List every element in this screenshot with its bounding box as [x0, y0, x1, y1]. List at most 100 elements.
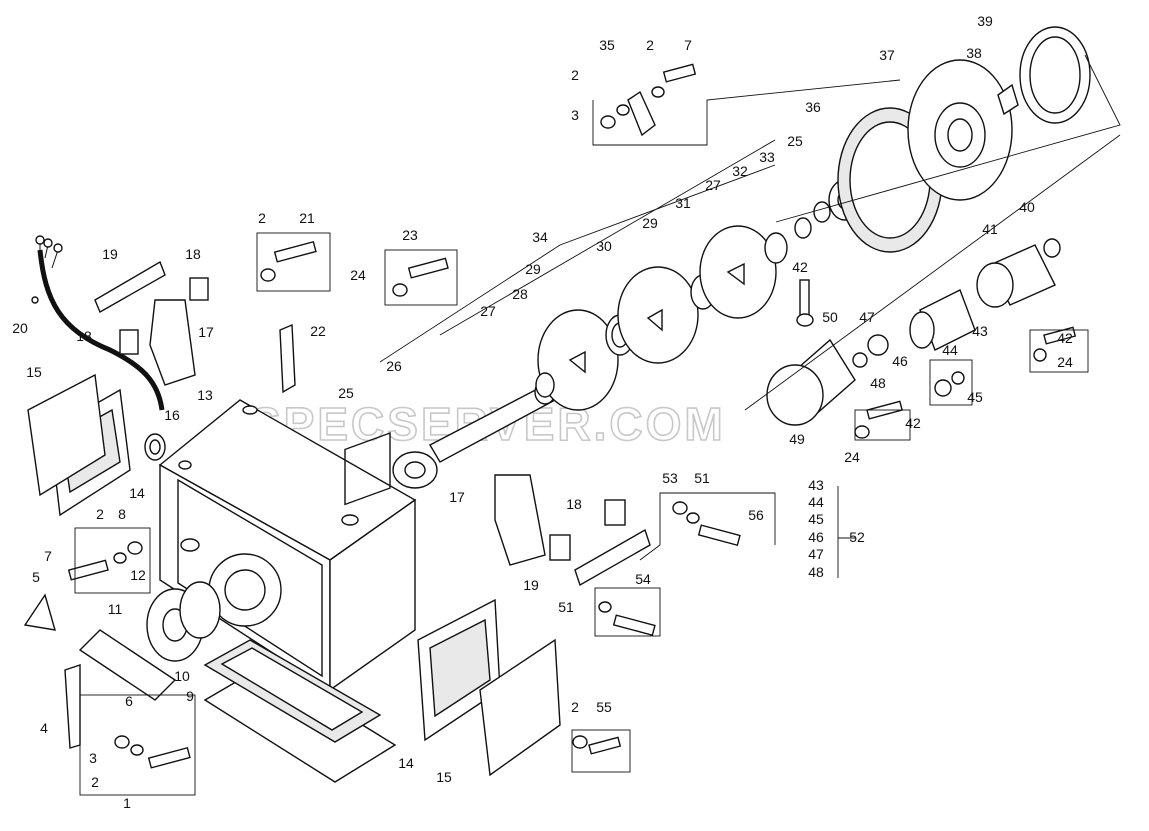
lever-4: [64, 664, 81, 749]
callout-8: 8: [118, 506, 126, 522]
callout-34: 34: [532, 229, 548, 245]
callout-54: 54: [635, 571, 651, 587]
cam-disc-31: [699, 225, 777, 319]
callout-14: 14: [398, 755, 414, 771]
callout-2: 2: [571, 699, 579, 715]
callout-42: 42: [905, 415, 921, 431]
callout-2: 2: [258, 210, 266, 226]
callout-10: 10: [174, 668, 190, 684]
bracket-22: [279, 323, 296, 394]
limit-switch-17-upper: [149, 299, 196, 386]
callout-44: 44: [942, 342, 958, 358]
washer-27-a: [535, 372, 555, 398]
cover-plate-15-right: [479, 638, 561, 777]
callout-42: 42: [792, 259, 808, 275]
callout-43: 43: [972, 323, 988, 339]
washer-40: [1043, 238, 1061, 258]
bolt-1: [114, 735, 191, 769]
terminal-strip-19-lower: [574, 528, 651, 587]
bracket-35: [627, 90, 656, 137]
callout-55: 55: [596, 699, 612, 715]
callout-35: 35: [599, 37, 615, 53]
washer-27-b: [764, 232, 788, 264]
nut-3-upper: [600, 104, 630, 129]
callout-3: 3: [571, 107, 579, 123]
cable-20: [31, 235, 165, 411]
cam-disc-28: [537, 309, 619, 411]
callout-7: 7: [44, 548, 52, 564]
callout-22: 22: [310, 323, 326, 339]
callout-56: 56: [748, 507, 764, 523]
callout-37: 37: [879, 47, 895, 63]
motor-43: [909, 289, 976, 351]
bolt-23: [392, 257, 449, 297]
base-gasket-10: [203, 639, 382, 743]
nut-32-33: [794, 201, 831, 239]
callout-42: 42: [1057, 330, 1073, 346]
nut-45: [934, 371, 965, 397]
callout-11: 11: [108, 601, 123, 617]
bolt-54: [598, 601, 656, 637]
callout-21: 21: [299, 210, 315, 226]
callout-47: 47: [859, 309, 875, 325]
callout-1: 1: [123, 795, 131, 811]
callout-31: 31: [675, 195, 691, 211]
callout-15: 15: [436, 769, 452, 785]
callout-2: 2: [571, 67, 579, 83]
cover-plate-15-left: [27, 373, 106, 497]
callout-23: 23: [402, 227, 418, 243]
grommet-16: [144, 433, 166, 461]
callout-50: 50: [822, 309, 838, 325]
callout-44: 44: [808, 494, 824, 510]
callout-15: 15: [26, 364, 42, 380]
callout-5: 5: [32, 569, 40, 585]
callout-49: 49: [789, 431, 805, 447]
callout-26: 26: [386, 358, 402, 374]
callout-39: 39: [977, 13, 993, 29]
callout-38: 38: [966, 45, 982, 61]
callout-18: 18: [76, 328, 92, 344]
callout-17: 17: [449, 489, 465, 505]
terminal-block-18-upper: [119, 277, 209, 355]
plug-38: [997, 83, 1019, 116]
bolt-7-left: [67, 541, 143, 581]
bolt-56: [672, 501, 741, 547]
callout-32: 32: [732, 163, 748, 179]
cover-flange-37: [907, 59, 1013, 201]
callout-36: 36: [805, 99, 821, 115]
callout-28: 28: [512, 286, 528, 302]
callout-7: 7: [684, 37, 692, 53]
callout-25: 25: [787, 133, 803, 149]
callout-52: 52: [849, 529, 865, 545]
motor-housing-41: [976, 244, 1056, 308]
callout-48: 48: [870, 375, 886, 391]
callout-48: 48: [808, 564, 824, 580]
callout-29: 29: [642, 215, 658, 231]
callout-4: 4: [40, 720, 48, 736]
group-frame-outlines: [74, 54, 1121, 796]
callout-45: 45: [967, 389, 983, 405]
callout-47: 47: [808, 546, 824, 562]
terminal-strip-19-upper: [94, 260, 166, 313]
callout-2: 2: [96, 506, 104, 522]
callout-17: 17: [198, 324, 214, 340]
callout-19: 19: [523, 577, 539, 593]
callout-29: 29: [525, 261, 541, 277]
flange-11: [146, 581, 221, 662]
bolt-42-right: [1033, 326, 1077, 362]
callout-2: 2: [646, 37, 654, 53]
gasket-39: [1019, 26, 1091, 124]
bolt-21: [260, 240, 317, 282]
bearing-25-left: [392, 451, 438, 489]
key-5: [23, 593, 56, 631]
callout-12: 12: [130, 567, 146, 583]
callout-24: 24: [1057, 354, 1073, 370]
callout-45: 45: [808, 511, 824, 527]
bolt-42-upper: [796, 279, 814, 327]
callout-18: 18: [185, 246, 201, 262]
callout-16: 16: [164, 407, 180, 423]
bolt-7-upper: [651, 63, 697, 98]
callout-19: 19: [102, 246, 118, 262]
